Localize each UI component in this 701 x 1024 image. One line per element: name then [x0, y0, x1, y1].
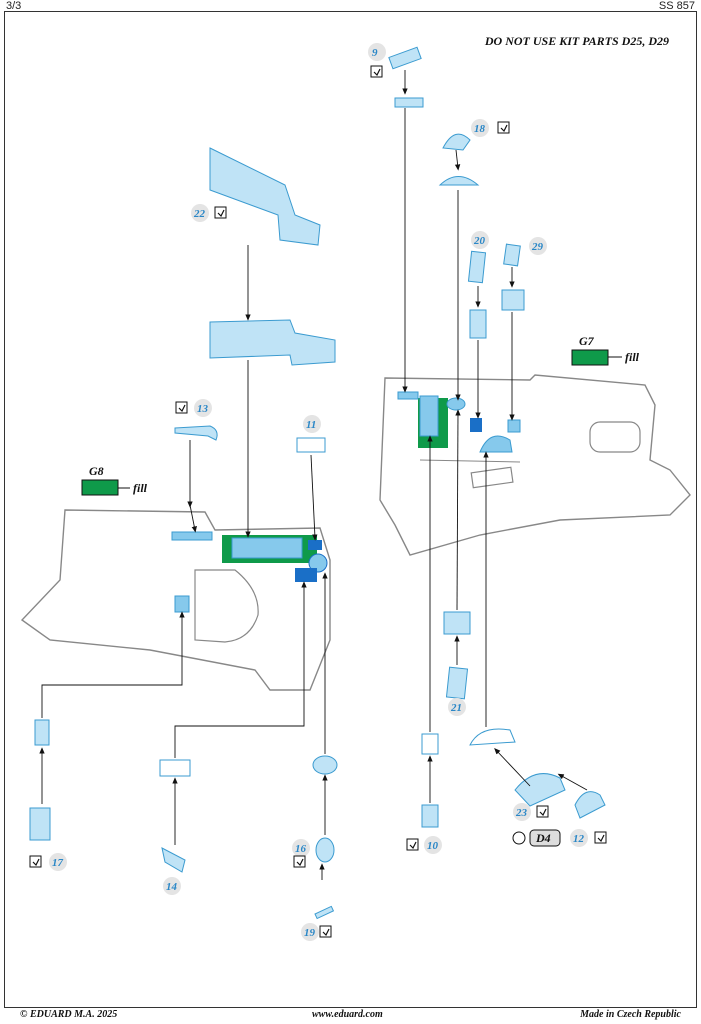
left-panel-opening: [194, 569, 259, 643]
part-number-16: 16: [295, 843, 307, 855]
g8-code: G8: [89, 464, 104, 478]
part-21-result: [443, 611, 471, 635]
part-13-drawing: [174, 425, 218, 441]
part-14-result: [159, 759, 191, 777]
part-number-13: 13: [197, 403, 209, 415]
part-number-9: 9: [372, 47, 378, 59]
part-9-drawing: [388, 46, 422, 70]
part-22-result: [209, 319, 336, 366]
right-part-9-placed: [397, 391, 419, 400]
checkmark-box-icon: [406, 838, 419, 851]
part-20-result: [469, 309, 487, 339]
part-17-drawing: [29, 807, 51, 841]
right-panel-base-bar: [470, 466, 514, 489]
checkmark-box-icon: [214, 206, 227, 219]
part-number-labels: 9 18 20 29 22 13 11 16 19 10 21 23 12 14…: [49, 43, 588, 941]
left-part-16-placed: [308, 553, 328, 573]
left-panel-outline: [20, 509, 331, 691]
part-16-result: [312, 755, 338, 775]
part-10-result: [421, 733, 439, 755]
part-16-drawing: [315, 837, 335, 863]
part-18-result: [438, 176, 480, 186]
sheet-code: SS 857: [658, 0, 695, 12]
part-17-result: [34, 719, 50, 746]
page-frame: [4, 11, 697, 1008]
page-number: 3/3: [6, 0, 22, 12]
footer-website: www.eduard.com: [312, 1009, 383, 1020]
checkmark-box-icon: [536, 805, 549, 818]
part-18-drawing: [442, 133, 471, 151]
left-part-11-placed: [308, 540, 322, 550]
part-20-drawing: [467, 250, 487, 284]
part-number-18: 18: [474, 123, 486, 135]
warning-note: DO NOT USE KIT PARTS D25, D29: [484, 34, 669, 48]
leader-lines: [39, 70, 588, 880]
part-22-drawing: [209, 147, 321, 246]
part-number-10: 10: [427, 840, 439, 852]
checkmark-box-icon: [319, 925, 332, 938]
part-12-drawing: [574, 791, 606, 819]
g7-word: fill: [625, 350, 640, 364]
right-part-18-placed: [446, 397, 466, 411]
part-number-14: 14: [166, 881, 178, 893]
part-number-23: 23: [515, 807, 528, 819]
g7-swatch: [571, 349, 609, 366]
checkmark-box-icon: [175, 401, 188, 414]
right-panel-outline: [379, 374, 691, 556]
check-marks: [32, 68, 605, 937]
part-number-17: 17: [52, 857, 64, 869]
kit-part-icon: [512, 831, 526, 845]
check-boxes[interactable]: [29, 65, 607, 938]
part-29-result: [501, 289, 525, 311]
footer-copyright: © EDUARD M.A. 2025: [20, 1009, 118, 1020]
right-panel-window: [589, 421, 641, 453]
part-number-21: 21: [450, 702, 462, 714]
part-23-drawing: [514, 773, 566, 807]
right-part-29-placed: [507, 419, 521, 433]
left-part-13-placed: [171, 531, 213, 541]
part-number-29: 29: [531, 241, 544, 253]
part-number-22: 22: [193, 208, 206, 220]
g8-swatch: [81, 479, 119, 496]
checkmark-box-icon: [497, 121, 510, 134]
left-part-14-placed: [295, 568, 317, 582]
part-number-11: 11: [306, 419, 316, 431]
right-part-23-placed: [479, 435, 513, 453]
left-part-22-placed: [231, 537, 303, 559]
footer-origin: Made in Czech Republic: [580, 1009, 681, 1020]
part-10-drawing: [421, 804, 439, 828]
checkmark-box-icon: [293, 855, 306, 868]
part-number-20: 20: [473, 235, 486, 247]
kit-part-code: D4: [535, 831, 551, 845]
part-number-12: 12: [573, 833, 585, 845]
part-11-drawing: [296, 437, 326, 453]
part-9-result: [394, 97, 424, 108]
checkmark-box-icon: [594, 831, 607, 844]
g7-code: G7: [579, 334, 595, 348]
part-19-drawing: [314, 905, 335, 920]
part-14-drawing: [161, 847, 186, 873]
checkmark-box-icon: [370, 65, 383, 78]
left-part-17-placed: [174, 595, 190, 613]
right-part-20-placed: [470, 418, 482, 432]
part-21-drawing: [445, 666, 469, 700]
part-number-19: 19: [304, 927, 316, 939]
part-23-result: [469, 728, 516, 746]
right-panel-rail: [419, 459, 521, 463]
g8-word: fill: [133, 481, 148, 495]
right-part-10-placed: [419, 395, 439, 437]
kit-part-badge: [529, 829, 561, 847]
part-29-drawing: [503, 243, 521, 267]
checkmark-box-icon: [29, 855, 42, 868]
